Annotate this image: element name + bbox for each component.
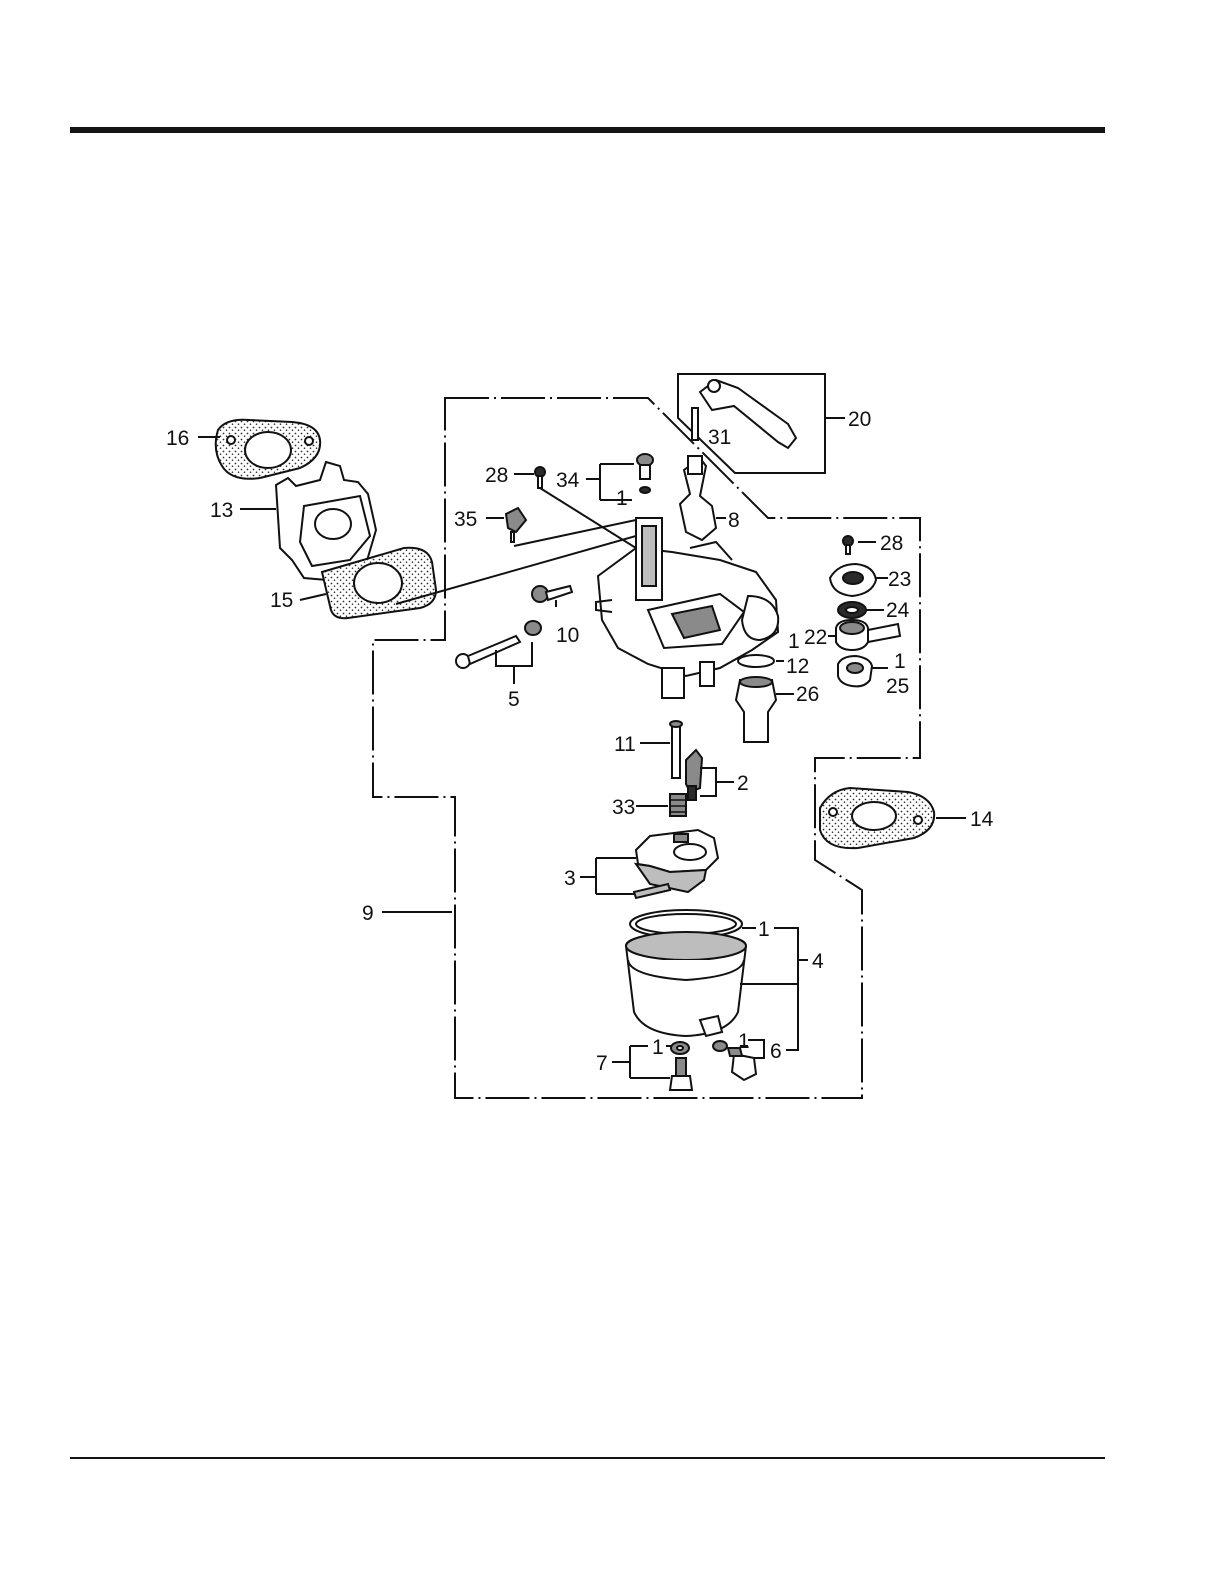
callout-2: 2 — [737, 772, 749, 795]
callout-26: 26 — [796, 683, 819, 706]
bolt-7 — [670, 1058, 692, 1090]
screw-28-upper — [535, 467, 545, 488]
screw-28-right — [843, 536, 853, 554]
callout-31: 31 — [708, 426, 731, 449]
callout-10: 10 — [556, 624, 579, 647]
shaft-8 — [680, 456, 716, 540]
callout-34: 34 — [556, 469, 580, 492]
callout-35: 35 — [454, 508, 477, 531]
gasket-16 — [216, 420, 320, 479]
needle-2 — [686, 750, 702, 800]
callout-7: 7 — [596, 1052, 608, 1075]
callout-28-upper: 28 — [485, 464, 508, 487]
callout-6: 6 — [770, 1040, 782, 1063]
spring-33 — [670, 794, 686, 816]
callout-1-oring: 1 — [616, 487, 628, 510]
screw-10 — [532, 586, 572, 602]
callout-24: 24 — [886, 599, 910, 622]
float-bowl-4 — [626, 932, 746, 1036]
gasket-14 — [820, 788, 934, 848]
screw-5 — [456, 621, 541, 668]
callout-8: 8 — [728, 509, 740, 532]
valve-22 — [836, 620, 900, 650]
callout-1-cap: 1 — [894, 650, 906, 673]
callout-1-bowl-gasket: 1 — [758, 918, 770, 941]
pin-31 — [692, 408, 698, 440]
pin-3 — [634, 884, 670, 898]
float-3 — [636, 830, 718, 892]
callout-4: 4 — [812, 950, 824, 973]
callout-13: 13 — [210, 499, 233, 522]
screw-34 — [637, 454, 653, 493]
callout-14: 14 — [970, 808, 994, 831]
callout-1-washer-7: 1 — [652, 1036, 664, 1059]
callout-5: 5 — [508, 688, 520, 711]
callout-33: 33 — [612, 796, 635, 819]
jet-11 — [670, 721, 682, 778]
callout-20: 20 — [848, 408, 871, 431]
callout-1-washer-6: 1 — [738, 1030, 750, 1053]
callout-25: 25 — [886, 675, 909, 698]
callout-23: 23 — [888, 568, 911, 591]
jet-holder-26 — [736, 677, 776, 742]
callout-1-ring: 1 — [788, 630, 800, 653]
carburetor-body — [596, 518, 778, 698]
callout-16: 16 — [166, 427, 189, 450]
callout-3: 3 — [564, 867, 576, 890]
callout-15: 15 — [270, 589, 293, 612]
washer-7 — [671, 1042, 689, 1054]
callout-22: 22 — [804, 626, 827, 649]
callout-11: 11 — [614, 733, 636, 756]
callout-12: 12 — [786, 655, 809, 678]
o-ring-12 — [738, 655, 774, 667]
cap-23 — [830, 564, 876, 596]
callout-28-right: 28 — [880, 532, 903, 555]
cap-25 — [838, 656, 872, 686]
clip-35 — [506, 508, 526, 542]
washer-24 — [838, 602, 866, 618]
washer-6 — [713, 1041, 727, 1051]
callout-9: 9 — [362, 902, 374, 925]
